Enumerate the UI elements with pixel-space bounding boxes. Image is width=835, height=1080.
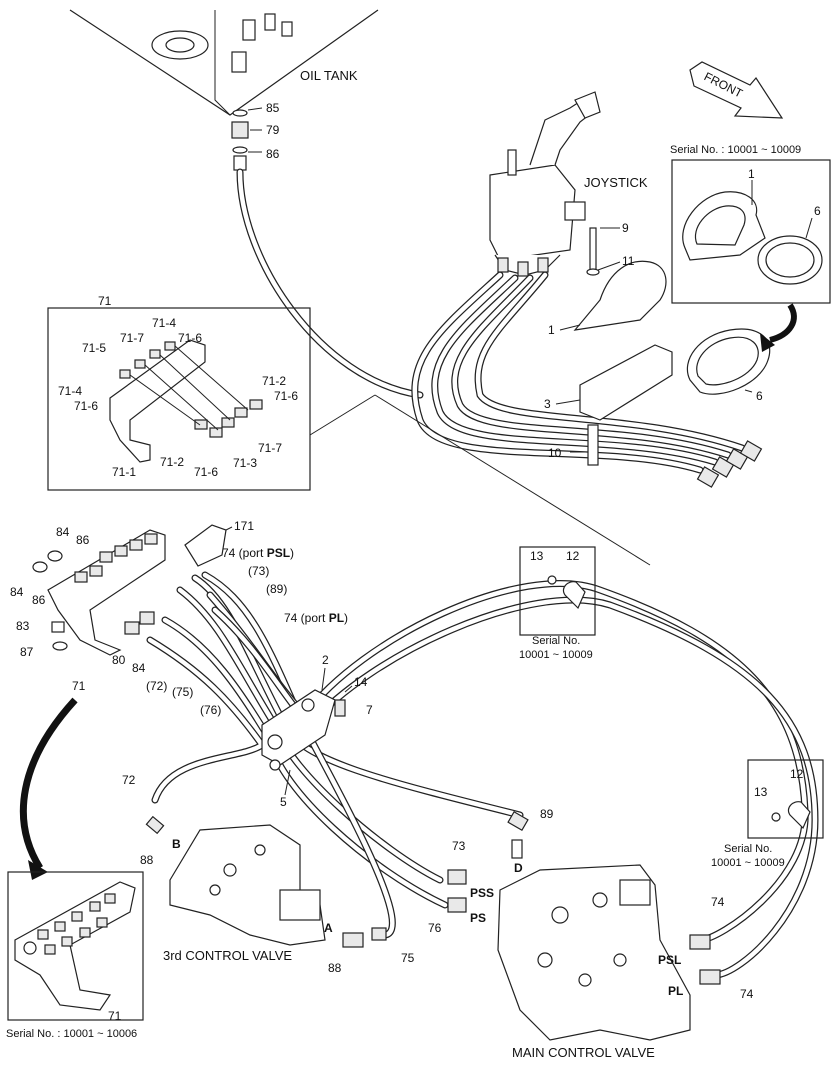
callout-86c: 86 <box>32 593 46 607</box>
callout-71-2a: 71-2 <box>262 374 286 388</box>
callout-89a: (89) <box>266 582 287 596</box>
callout-89b: 89 <box>540 807 554 821</box>
callout-88a: 88 <box>140 853 154 867</box>
callout-71-3: 71-3 <box>233 456 257 470</box>
callout-71-7b: 71-7 <box>258 441 282 455</box>
serial-bottom-label: Serial No. : 10001 ~ 10006 <box>6 1028 137 1040</box>
callout-14: 14 <box>354 675 368 689</box>
callout-1-detail: 1 <box>748 167 755 181</box>
main-valve-label: MAIN CONTROL VALVE <box>512 1045 655 1060</box>
callout-9: 9 <box>622 221 629 235</box>
callout-71-mid: 71 <box>72 679 86 693</box>
callout-171: 171 <box>234 519 254 533</box>
callout-85: 85 <box>266 101 280 115</box>
callout-83: 83 <box>16 619 30 633</box>
callout-71-6a: 71-6 <box>178 331 202 345</box>
serial-mid-box <box>519 546 596 636</box>
callout-73a: (73) <box>248 564 269 578</box>
oil-tank <box>69 9 379 116</box>
manifold-71-detail <box>14 881 136 1011</box>
right-clamp <box>771 801 811 830</box>
callout-71-top: 71 <box>98 294 112 308</box>
callout-79: 79 <box>266 123 280 137</box>
detail-71-bottom-box <box>7 871 144 1021</box>
callout-1: 1 <box>548 323 555 337</box>
callout-86b: 86 <box>76 533 90 547</box>
serial-top-label: Serial No. : 10001 ~ 10009 <box>670 144 801 156</box>
callout-13a: 13 <box>530 549 544 563</box>
callout-76b: 76 <box>428 921 442 935</box>
callout-11: 11 <box>622 254 635 268</box>
callout-2: 2 <box>322 653 329 667</box>
callout-13b: 13 <box>754 785 768 799</box>
port-PSL: PSL <box>658 953 681 967</box>
callout-6: 6 <box>756 389 763 403</box>
callout-71-2b: 71-2 <box>160 455 184 469</box>
tank-fittings <box>231 107 263 171</box>
port-B: B <box>172 837 181 851</box>
callout-75a: (75) <box>172 685 193 699</box>
third-control-valve <box>145 815 387 948</box>
callout-86: 86 <box>266 147 280 161</box>
callout-74b: 74 <box>740 987 754 1001</box>
callout-12a: 12 <box>566 549 580 563</box>
seal-ring <box>686 328 771 395</box>
manifold-main <box>32 524 227 656</box>
mid-clamp <box>547 575 586 610</box>
callout-84b: 84 <box>10 585 24 599</box>
callout-88b: 88 <box>328 961 342 975</box>
callout-71-6c: 71-6 <box>274 389 298 403</box>
serial-top-box <box>671 159 831 304</box>
serial-mid-label-2: 10001 ~ 10009 <box>519 649 593 661</box>
port-A: A <box>324 921 333 935</box>
callout-87: 87 <box>20 645 34 659</box>
callout-7: 7 <box>366 703 373 717</box>
callout-71-1: 71-1 <box>112 465 136 479</box>
callout-71-4a: 71-4 <box>152 316 176 330</box>
joystick-bracket <box>555 227 673 466</box>
serial-right-label-1: Serial No. <box>724 843 772 855</box>
joystick <box>489 91 601 277</box>
main-control-valve <box>447 810 721 1041</box>
callout-3: 3 <box>544 397 551 411</box>
callout-72b: 72 <box>122 773 136 787</box>
serial-mid-label-1: Serial No. <box>532 635 580 647</box>
port-PSS: PSS <box>470 886 494 900</box>
callout-6-detail: 6 <box>814 204 821 218</box>
callout-84a: 84 <box>56 525 70 539</box>
detail-71-box <box>47 307 311 491</box>
callout-10: 10 <box>548 446 562 460</box>
callout-12b: 12 <box>790 767 804 781</box>
callout-71-bottom: 71 <box>108 1009 122 1023</box>
joystick-hoses <box>411 271 763 488</box>
joystick-label: JOYSTICK <box>584 175 648 190</box>
callout-71-7a: 71-7 <box>120 331 144 345</box>
serial-right-box <box>747 759 824 839</box>
callout-74-pl: 74 (port PL) <box>284 611 348 625</box>
callout-76a: (76) <box>200 703 221 717</box>
clamp <box>261 685 353 771</box>
top-right-detail <box>682 180 823 285</box>
callout-71-5: 71-5 <box>82 341 106 355</box>
port-D: D <box>514 861 523 875</box>
serial-right-label-2: 10001 ~ 10009 <box>711 857 785 869</box>
third-valve-label: 3rd CONTROL VALVE <box>163 948 292 963</box>
port-PL: PL <box>668 984 683 998</box>
callout-84c: 84 <box>132 661 146 675</box>
callout-73b: 73 <box>452 839 466 853</box>
callout-71-6d: 71-6 <box>194 465 218 479</box>
front-arrow-icon <box>689 61 784 119</box>
manifold-71 <box>109 339 263 463</box>
callout-75b: 75 <box>401 951 415 965</box>
callout-80: 80 <box>112 653 126 667</box>
port-PS: PS <box>470 911 486 925</box>
callout-5: 5 <box>280 795 287 809</box>
oil-tank-label: OIL TANK <box>300 68 358 83</box>
callout-74a: 74 <box>711 895 725 909</box>
callout-71-4b: 71-4 <box>58 384 82 398</box>
callout-71-6b: 71-6 <box>74 399 98 413</box>
callout-72a: (72) <box>146 679 167 693</box>
callout-74-psl: 74 (port PSL) <box>222 546 294 560</box>
